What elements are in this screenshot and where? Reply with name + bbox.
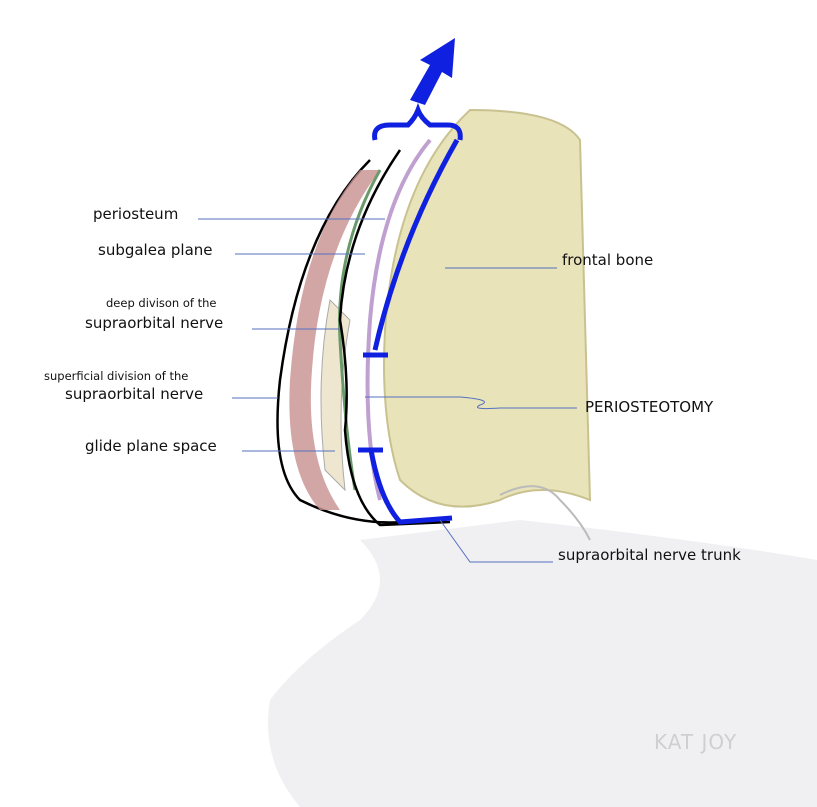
label-glide-plane-space: glide plane space [85,437,217,455]
label-periosteotomy: PERIOSTEOTOMY [585,398,714,416]
label-frontal-bone: frontal bone [562,251,654,269]
label-superficial-division-line1: superficial division of the [44,369,189,383]
frontal-bone [383,108,592,508]
brace-icon [372,102,463,141]
periosteum-bracket [363,138,460,358]
label-deep-division-line2: supraorbital nerve [85,314,224,332]
scalp-outer [276,159,421,524]
muscle-layer [289,170,380,510]
label-periosteum: periosteum [93,205,179,223]
label-supraorbital-nerve-trunk: supraorbital nerve trunk [558,546,741,564]
face-silhouette [268,520,817,807]
label-superficial-division-line2: supraorbital nerve [65,385,204,403]
periosteotomy-lower-bracket [358,447,453,525]
label-deep-division-line1: deep divison of the [106,296,217,310]
deep-line [338,149,451,527]
label-subgalea-plane: subgalea plane [98,241,213,259]
leader-lines [198,218,577,563]
watermark: KAT JOY [654,730,738,754]
arrow-up-icon [410,38,455,105]
